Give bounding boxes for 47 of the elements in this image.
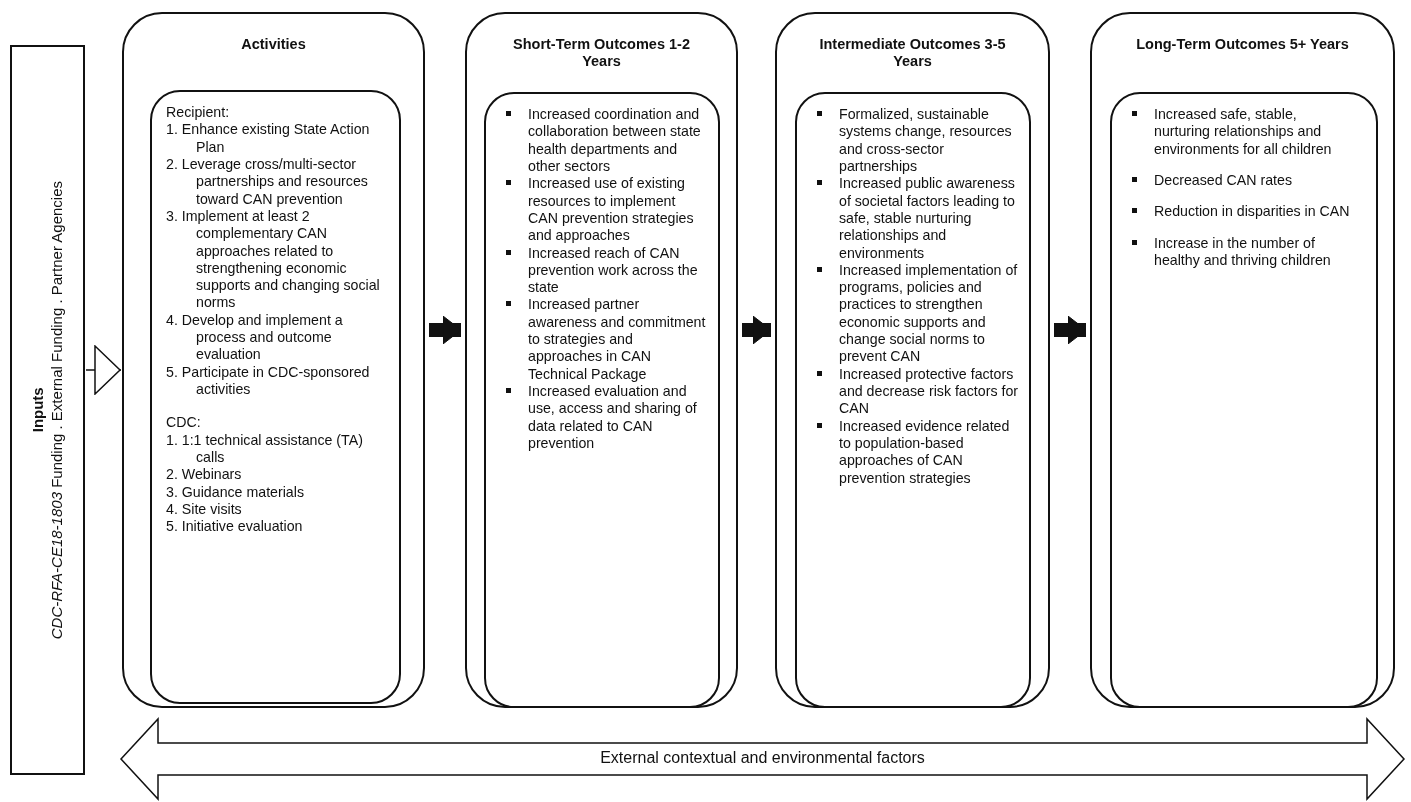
list-item: 5. Initiative evaluation xyxy=(166,518,304,536)
list-heading: CDC: xyxy=(166,414,202,432)
list-item: 3. Implement at least 2 complementary CAN approaches related to strengthening economic supports and changing social norms xyxy=(166,207,381,312)
column-heading: Long-Term Outcomes 5+ Years xyxy=(1135,36,1350,54)
list-item: 5. Participate in CDC-sponsored activities xyxy=(166,363,371,399)
list-item: 2. Leverage cross/multi-sector partnerships and resources toward CAN prevention xyxy=(166,155,369,208)
column-heading: Short-Term Outcomes 1-2 Years xyxy=(512,36,691,71)
band-label: External contextual and environmental factors xyxy=(600,749,925,767)
arrow xyxy=(742,315,772,345)
inputs-text: CDC-RFA-CE18-1803 Funding . External Funding . Partner Agencies xyxy=(47,180,66,640)
arrow xyxy=(1054,315,1087,345)
list-item: Increased implementation of programs, policies and practices to strengthen economic supports and change social norms to prevent CAN xyxy=(839,261,1018,365)
column-heading: Intermediate Outcomes 3-5 Years xyxy=(818,36,1007,71)
arrow xyxy=(85,345,122,395)
column-panel xyxy=(775,12,1050,708)
outcome-list-box xyxy=(484,92,720,708)
list-item: Increased public awareness of societal factors leading to safe, stable nurturing relationships and environments xyxy=(839,175,1015,261)
list-item: Increased coordination and collaboration between state health departments and other sectors xyxy=(528,106,701,174)
list-item: Increased use of existing resources to implement CAN prevention strategies and approaches xyxy=(528,175,694,244)
column-heading: Activities xyxy=(240,36,307,54)
list-item: Decreased CAN rates xyxy=(1154,171,1292,188)
list-item: 3. Guidance materials xyxy=(166,483,305,501)
list-item: Increased protective factors and decrease risk factors for CAN xyxy=(839,365,1018,417)
list-item: Increased evaluation and use, access and sharing of data related to CAN prevention xyxy=(528,383,697,451)
column-panel xyxy=(1090,12,1395,708)
list-item: Increase in the number of healthy and thriving children xyxy=(1154,234,1331,268)
activity-list-box xyxy=(150,90,401,704)
list-item: Increased evidence related to population-based approaches of CAN prevention strategies xyxy=(839,417,1010,486)
list-item: Formalized, sustainable systems change, resources and cross-sector partnerships xyxy=(839,106,1012,174)
column-panel xyxy=(122,12,425,708)
inputs-box xyxy=(10,45,85,775)
arrow xyxy=(429,315,462,345)
list-item: 1. Enhance existing State Action Plan xyxy=(166,121,371,156)
list-item: Reduction in disparities in CAN xyxy=(1154,203,1350,220)
box-heading: Inputs xyxy=(28,386,47,435)
list-item: Increased safe, stable, nurturing relationships and environments for all children xyxy=(1154,106,1332,157)
list-item: Increased partner awareness and commitment to strategies and approaches in CAN Technical Package xyxy=(528,296,706,382)
list-item: 1. 1:1 technical assistance (TA) calls xyxy=(166,431,364,467)
list-item: Increased reach of CAN prevention work across the state xyxy=(528,244,698,296)
outcome-list-box xyxy=(1110,92,1378,708)
column-panel xyxy=(465,12,738,708)
double-arrow-band xyxy=(120,718,1405,800)
list-item: 2. Webinars xyxy=(166,466,243,484)
outcome-list-box xyxy=(795,92,1031,708)
list-heading: Recipient: xyxy=(166,104,231,122)
list-item: 4. Site visits xyxy=(166,500,243,519)
list-item: 4. Develop and implement a process and outcome evaluation xyxy=(166,311,344,364)
